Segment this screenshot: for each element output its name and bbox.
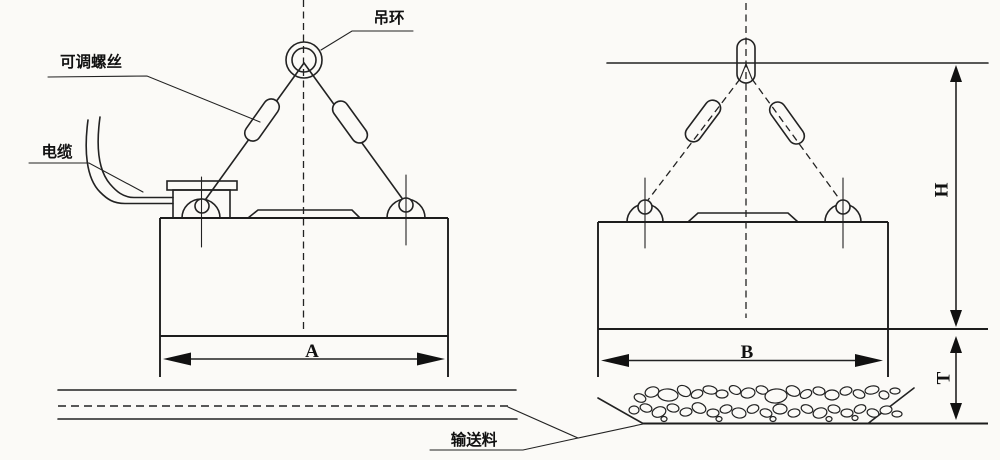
arrowhead-right [855, 354, 883, 367]
material-stones [628, 384, 903, 423]
lifting-ring-outer [285, 41, 323, 79]
arrowhead-right [417, 352, 445, 366]
stone [764, 388, 788, 404]
stone [879, 405, 893, 415]
stone [746, 404, 760, 414]
callout-adjustable-screw: 可调螺丝 [47, 52, 261, 123]
stone [633, 393, 647, 403]
stone [660, 415, 668, 423]
adjustable-screw-right [331, 100, 369, 144]
callout-conveyed-material: 输送料 [429, 406, 644, 451]
stone [851, 414, 859, 422]
stone [728, 384, 742, 396]
arrowhead-bottom [950, 403, 962, 420]
arrowhead-bottom [950, 310, 962, 327]
adjustable-screw-left [243, 98, 281, 142]
stone [706, 408, 720, 418]
dimension-a: A [163, 341, 445, 366]
stone [651, 406, 667, 418]
stone [864, 385, 880, 395]
stone [839, 386, 853, 396]
top-plate [247, 209, 361, 219]
top-plate [687, 212, 799, 223]
arrowhead-left [163, 352, 191, 366]
cable-inner-line [97, 116, 174, 199]
sling-dashed-right [751, 78, 844, 205]
dimension-t: T [934, 336, 962, 420]
stone [891, 410, 903, 418]
stone [866, 408, 880, 418]
stone [799, 388, 813, 400]
stone [852, 389, 866, 399]
arrowhead-top [950, 65, 962, 82]
stone [827, 404, 841, 414]
arrowhead-left [601, 354, 629, 367]
leader-underline [429, 437, 579, 451]
leader-line [320, 30, 414, 51]
adjustable-screw-right [768, 101, 806, 145]
stone [824, 389, 840, 401]
stone [772, 403, 788, 415]
side-view: A 吊环 可调螺丝 电缆 [28, 0, 518, 420]
leader-line [28, 162, 144, 193]
lug-left [626, 177, 664, 249]
stone [889, 387, 901, 395]
dimension-h: H [932, 65, 962, 327]
stone [878, 390, 890, 400]
stone [639, 403, 653, 413]
arrowhead-top [950, 336, 962, 353]
stone [787, 408, 801, 418]
stone [702, 385, 718, 395]
dim-label-b: B [741, 342, 754, 363]
dim-label-h: H [932, 182, 953, 197]
stone [628, 405, 640, 415]
power-cable [85, 116, 174, 205]
stone [644, 386, 660, 398]
callout-cable: 电缆 [28, 142, 144, 193]
stone [715, 415, 723, 423]
stone [715, 389, 729, 399]
stone [800, 404, 814, 414]
stone [679, 407, 693, 417]
cable-outer-line [85, 119, 174, 205]
lug-right [386, 174, 426, 246]
stone [785, 385, 801, 397]
stone [657, 388, 679, 402]
dim-label-t: T [934, 371, 955, 384]
magnet-body-side [159, 217, 449, 377]
stone [759, 408, 773, 418]
magnet-body-front [597, 221, 988, 377]
lug-right [824, 177, 862, 249]
front-view: B H T [597, 3, 989, 425]
stone [691, 402, 707, 414]
stone [825, 415, 833, 423]
stone [812, 407, 828, 419]
stone [812, 386, 826, 396]
stone [719, 404, 733, 414]
trough-left-slant [597, 397, 644, 425]
conveyor-side-view [57, 389, 518, 420]
stone [769, 415, 777, 423]
dim-label-a: A [305, 341, 319, 362]
label-cable: 电缆 [41, 142, 73, 161]
sling-dashed-left [644, 78, 741, 205]
stone [731, 407, 747, 419]
stone [853, 404, 867, 414]
dimension-b: B [601, 342, 883, 367]
stone [690, 389, 704, 399]
stone [666, 403, 680, 413]
stone [676, 384, 692, 398]
label-adjustable-screw: 可调螺丝 [60, 52, 122, 71]
callout-lifting-ring: 吊环 [320, 9, 414, 51]
leader-line [47, 75, 261, 123]
stone [840, 408, 854, 418]
lug-left [181, 176, 221, 248]
label-conveyed-material: 输送料 [451, 430, 498, 449]
label-lifting-ring: 吊环 [373, 9, 404, 27]
stone [740, 387, 756, 399]
adjustable-screw-left [684, 99, 722, 143]
